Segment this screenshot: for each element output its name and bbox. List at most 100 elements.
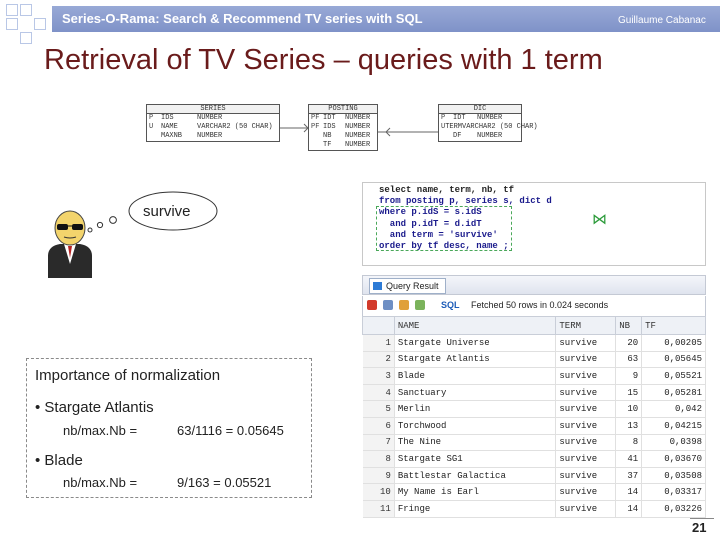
column-header-name[interactable]: NAME [393,316,557,335]
print-icon[interactable] [383,300,393,310]
term-cell: survive [555,483,617,501]
term-cell: survive [555,450,617,468]
name-cell: Stargate SG1 [394,450,557,468]
normalization-formula-value: 63/1116 = 0.05645 [177,423,284,438]
normalization-formula-value: 9/163 = 0.05521 [177,475,272,490]
nb-cell: 14 [615,483,643,501]
column-type: NUMBER [477,114,503,122]
term-cell: survive [555,500,617,518]
nb-cell: 13 [615,417,643,435]
sql-line: and p.idT = d.idT [379,218,482,229]
row-number-cell: 9 [362,467,395,485]
table-posting-header: POSTING [309,105,377,114]
normalization-formula-label: nb/max.Nb = [63,423,138,438]
sql-line: where p.idS = s.idS [379,207,482,218]
table-row: NB NUMBER [309,132,377,141]
name-cell: Stargate Atlantis [394,351,557,369]
normalization-box: Importance of normalization • Stargate A… [26,358,312,498]
key-flag: P [441,114,446,122]
character-illustration [48,210,92,278]
name-cell: My Name is Earl [394,483,557,501]
tf-cell: 0,04215 [641,417,706,435]
column-type: VARCHAR2 (50 CHAR) [462,123,538,131]
normalization-bullet: • Stargate Atlantis [35,399,154,416]
nb-cell: 14 [615,500,643,518]
sql-editor[interactable]: select name, term, nb, tf from posting p… [362,182,706,266]
normalization-title: Importance of normalization [35,367,221,384]
tf-cell: 0,03226 [641,500,706,518]
column-header-term[interactable]: TERM [555,316,617,335]
column-header-tf[interactable]: TF [641,316,706,335]
table-dic-header: DIC [439,105,521,114]
term-cell: survive [555,334,617,352]
column-name: NB [323,132,332,140]
column-name: TF [323,141,332,149]
tf-cell: 0,03670 [641,450,706,468]
tab-query-result-label: Query Result [386,281,439,291]
nb-cell: 9 [615,367,643,385]
term-cell: survive [555,351,617,369]
sql-link[interactable]: SQL [441,300,460,310]
table-row: U NAME VARCHAR2 (50 CHAR) [147,123,279,132]
table-row: TF NUMBER [309,141,377,150]
key-flag: P [149,114,154,122]
key-flag: PF [311,123,320,131]
column-type: NUMBER [345,132,371,140]
grid-icon [373,282,382,290]
header-bar: Series-O-Rama: Search & Recommend TV ser… [52,6,720,32]
row-number-cell: 7 [362,434,395,452]
column-type: NUMBER [345,141,371,149]
column-header-nb[interactable]: NB [615,316,643,335]
thought-bubble [128,191,218,231]
term-cell: survive [555,400,617,418]
column-name: MAXNB [161,132,183,140]
page-number: 21 [692,520,707,535]
tab-query-result[interactable]: Query Result [369,278,446,294]
name-cell: Stargate Universe [394,334,557,352]
term-cell: survive [555,384,617,402]
row-number-cell: 11 [362,500,395,518]
row-number-cell: 5 [362,400,395,418]
column-name: IDS [323,123,336,131]
key-flag [311,132,323,141]
column-name: IDT [323,114,336,122]
tf-cell: 0,03508 [641,467,706,485]
column-name: TERM [445,123,463,131]
name-cell: Blade [394,367,557,385]
name-cell: Battlestar Galactica [394,467,557,485]
sql-line: and term = 'survive' [379,229,498,240]
column-type: VARCHAR2 (50 CHAR) [197,123,273,131]
nb-cell: 15 [615,384,643,402]
term-cell: survive [555,367,617,385]
refresh-icon[interactable] [415,300,425,310]
row-number-cell: 1 [362,334,395,352]
export-icon[interactable] [399,300,409,310]
schema-connectors [280,123,438,137]
column-name: NAME [161,123,178,131]
column-type: NUMBER [197,114,223,122]
key-flag: U [149,123,154,131]
key-flag: U [441,123,446,131]
sql-line: order by tf desc, name ; [379,241,509,252]
key-flag: PF [311,114,320,122]
pin-icon[interactable] [367,300,377,310]
key-flag [149,132,161,141]
column-name: IDT [453,114,466,122]
